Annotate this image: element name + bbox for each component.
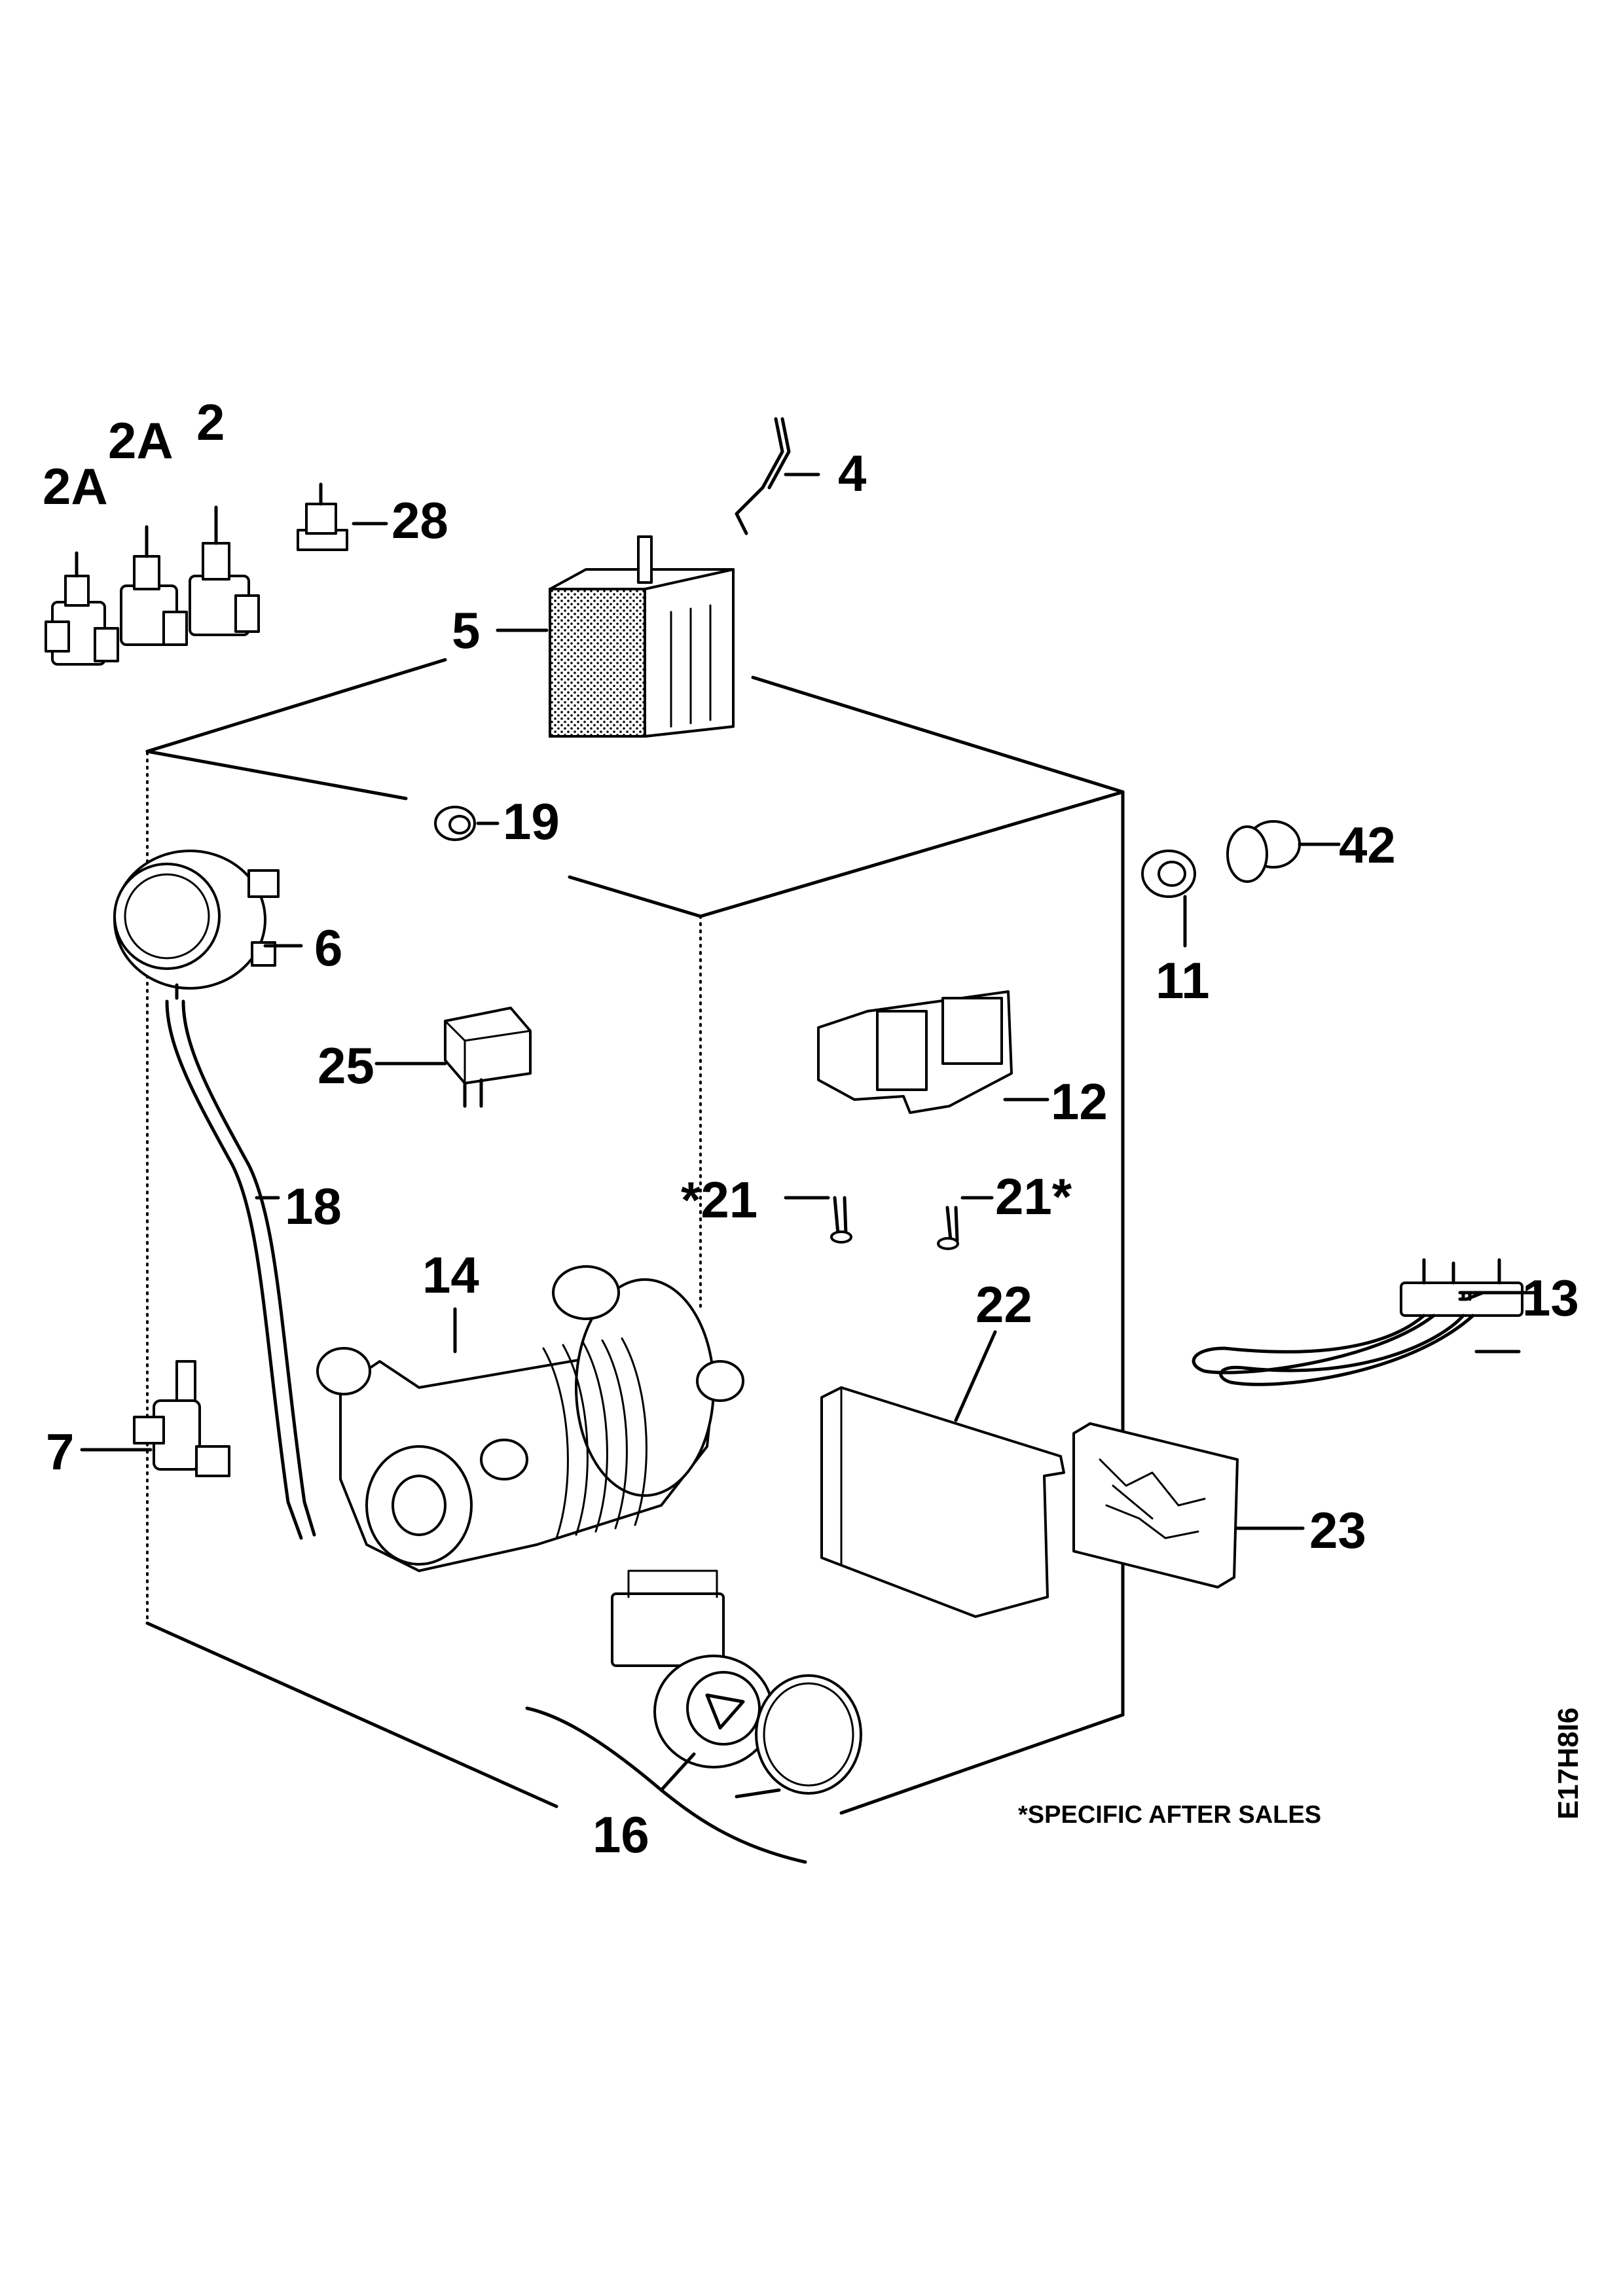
label-42: 42 — [1339, 816, 1396, 874]
part-11-grommet — [1141, 850, 1196, 948]
part-5-timer — [496, 535, 735, 738]
label-14: 14 — [422, 1246, 479, 1304]
label-2a-left: 2A — [43, 457, 108, 515]
part-4-wire — [735, 417, 820, 535]
selector-switch-part — [45, 505, 260, 666]
part-22-module — [820, 1330, 1065, 1618]
label-2a-top: 2A — [108, 412, 173, 469]
label-23: 23 — [1309, 1501, 1366, 1559]
label-28: 28 — [392, 492, 448, 549]
part-6-dial — [113, 850, 303, 1000]
label-11: 11 — [1156, 952, 1209, 1009]
part-21-screw-right — [937, 1196, 994, 1250]
label-19: 19 — [503, 793, 560, 850]
part-14-motor — [316, 1265, 744, 1572]
label-25: 25 — [318, 1037, 374, 1094]
part-19-bushing — [434, 806, 500, 841]
footnote-specific-after-sales: *SPECIFIC AFTER SALES — [1018, 1801, 1321, 1829]
label-21-left: *21 — [681, 1171, 757, 1229]
part-7-valve — [80, 1360, 230, 1477]
label-5: 5 — [452, 601, 480, 659]
part-25-relay — [374, 1007, 532, 1108]
part-13-heater — [1192, 1258, 1541, 1386]
label-7: 7 — [46, 1423, 74, 1480]
label-18: 18 — [285, 1177, 342, 1235]
label-22: 22 — [976, 1276, 1032, 1333]
part-18-hose — [165, 999, 316, 1540]
part-42-cap — [1226, 820, 1341, 883]
label-4: 4 — [838, 444, 866, 502]
part-12-lock — [817, 990, 1049, 1114]
part-21-screw-left — [784, 1196, 852, 1244]
label-2: 2 — [196, 393, 225, 451]
label-13: 13 — [1522, 1269, 1579, 1327]
part-28-knob — [297, 482, 388, 551]
part-23-pcb — [1072, 1422, 1305, 1588]
label-12: 12 — [1051, 1073, 1108, 1130]
label-21-right: 21* — [995, 1168, 1072, 1225]
labels-layer: 2 2A 2A 28 4 5 19 42 6 11 25 12 *21 21* … — [43, 393, 1584, 1863]
label-16: 16 — [593, 1806, 649, 1863]
part-16-pump — [525, 1570, 862, 1864]
label-6: 6 — [314, 919, 342, 977]
drawing-code: E17H8I6 — [1552, 1708, 1584, 1820]
